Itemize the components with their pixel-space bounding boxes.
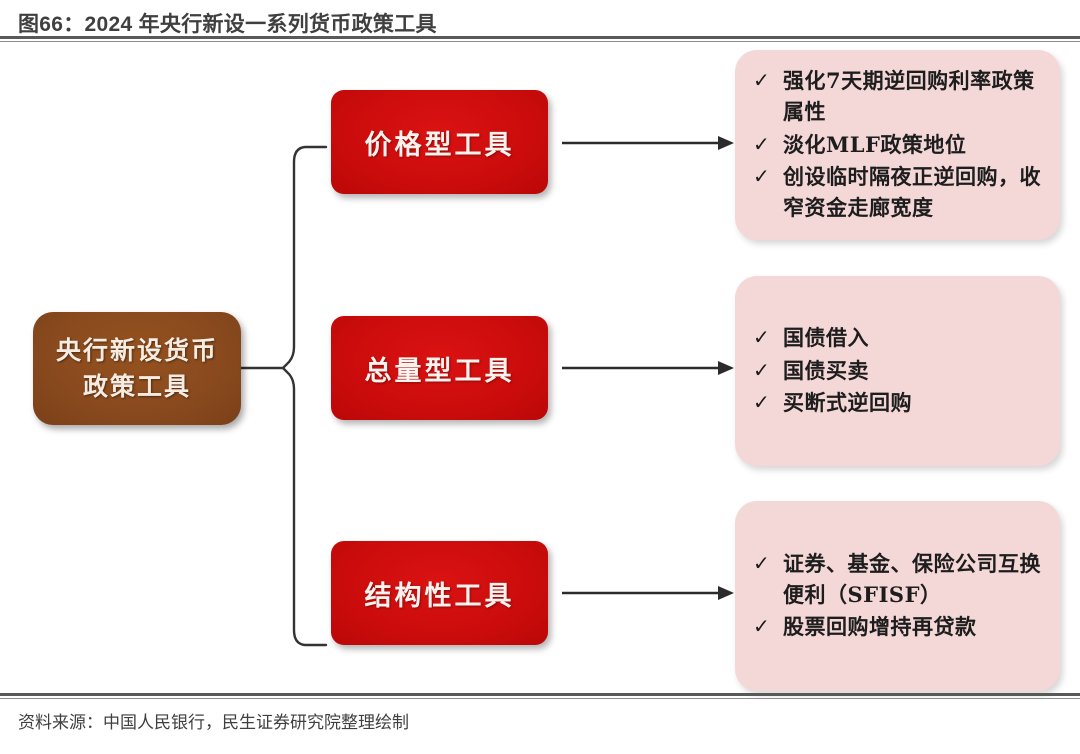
footer-divider-secondary — [0, 698, 1080, 699]
category-box-price-tools[interactable]: 价格型工具 — [331, 90, 548, 194]
category-box-label: 结构性工具 — [364, 580, 515, 612]
arrow-right-icon-head-1 — [718, 136, 734, 150]
list-item-text: 买断式逆回购 — [783, 390, 912, 416]
list-item-text: 股票回购增持再贷款 — [783, 614, 977, 640]
list-item: ✓ 股票回购增持再贷款 — [753, 612, 1046, 643]
root-node[interactable]: 央行新设货币政策工具 — [33, 312, 241, 425]
list-item-text: 淡化MLF政策地位 — [783, 131, 967, 157]
curly-brace-icon-upper — [281, 145, 328, 370]
check-icon: ✓ — [753, 325, 770, 350]
arrow-right-icon-head-2 — [718, 361, 734, 375]
curly-brace-icon-lower — [281, 366, 328, 647]
footer-divider — [0, 693, 1080, 696]
category-box-label: 总量型工具 — [364, 355, 515, 387]
check-icon: ✓ — [753, 551, 770, 576]
list-item: ✓ 买断式逆回购 — [753, 388, 1046, 419]
list-item-text: 国债借入 — [783, 325, 869, 351]
category-box-structural-tools[interactable]: 结构性工具 — [331, 541, 548, 645]
list-item-text: 证券、基金、保险公司互换便利（SFISF） — [783, 551, 1041, 607]
list-item-text: 强化7天期逆回购利率政策属性 — [783, 68, 1035, 125]
source-note: 资料来源：中国人民银行，民生证券研究院整理绘制 — [18, 713, 409, 732]
check-icon: ✓ — [753, 357, 770, 382]
detail-panel-price-tools: ✓ 强化7天期逆回购利率政策属性 ✓ 淡化MLF政策地位 ✓ 创设临时隔夜正逆回… — [735, 50, 1060, 240]
title-divider — [0, 36, 1080, 39]
list-item-text: 创设临时隔夜正逆回购，收窄资金走廊宽度 — [783, 164, 1041, 220]
arrow-right-icon-head-3 — [718, 586, 734, 600]
list-item: ✓ 国债买卖 — [753, 356, 1046, 387]
detail-panel-aggregate-tools: ✓ 国债借入 ✓ 国债买卖 ✓ 买断式逆回购 — [735, 276, 1060, 466]
detail-panel-structural-tools: ✓ 证券、基金、保险公司互换便利（SFISF） ✓ 股票回购增持再贷款 — [735, 501, 1060, 691]
check-icon: ✓ — [753, 131, 770, 156]
list-item: ✓ 国债借入 — [753, 323, 1046, 354]
list-item: ✓ 证券、基金、保险公司互换便利（SFISF） — [753, 549, 1046, 610]
title-divider-secondary — [0, 41, 1080, 42]
diagram-canvas: 央行新设货币政策工具 价格型工具 总量型工具 结构性工具 ✓ 强化7天期逆回购利… — [0, 44, 1080, 692]
check-icon: ✓ — [753, 68, 770, 93]
check-icon: ✓ — [753, 390, 770, 415]
list-item: ✓ 淡化MLF政策地位 — [753, 130, 1046, 161]
check-icon: ✓ — [753, 164, 770, 189]
list-item-text: 国债买卖 — [783, 357, 869, 383]
list-item: ✓ 强化7天期逆回购利率政策属性 — [753, 66, 1046, 127]
root-node-label: 央行新设货币政策工具 — [55, 336, 218, 401]
check-icon: ✓ — [753, 614, 770, 639]
category-box-label: 价格型工具 — [364, 129, 515, 161]
list-item: ✓ 创设临时隔夜正逆回购，收窄资金走廊宽度 — [753, 162, 1046, 223]
category-box-aggregate-tools[interactable]: 总量型工具 — [331, 316, 548, 420]
page-title: 图66：2024 年央行新设一系列货币政策工具 — [18, 13, 437, 36]
